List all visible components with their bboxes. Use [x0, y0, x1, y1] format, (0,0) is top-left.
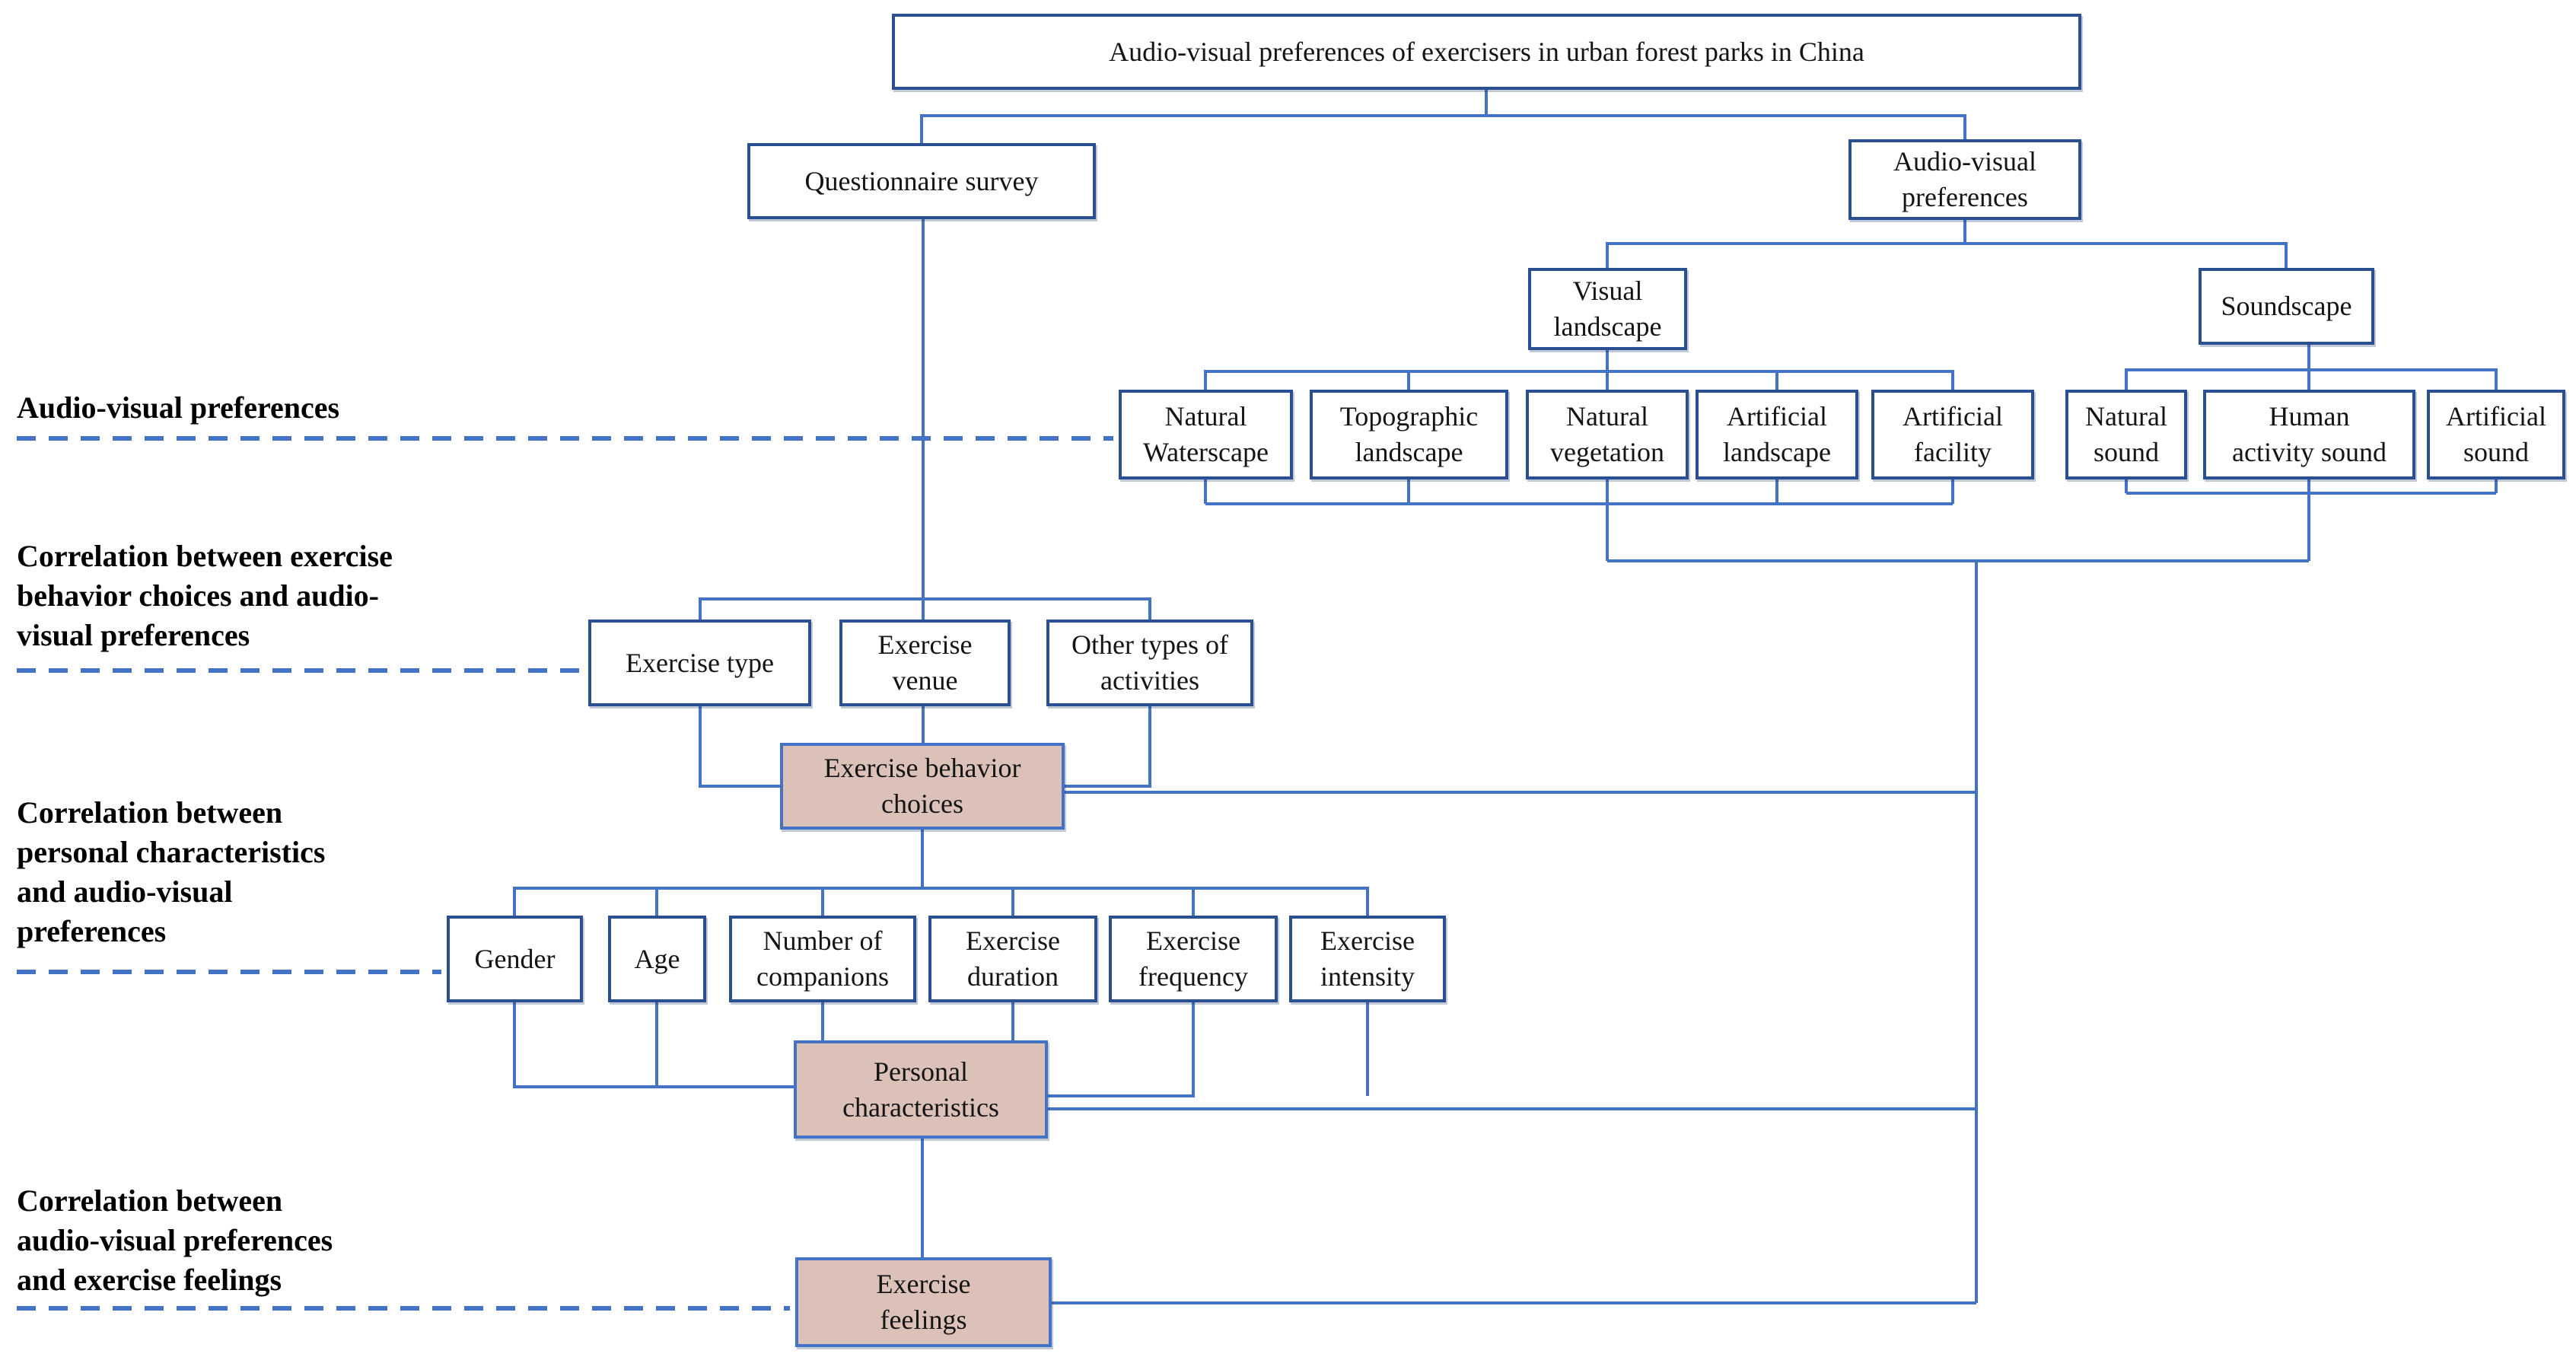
node-number-of-companions: Number of companions [729, 916, 916, 1002]
node-natural-sound: Natural sound [2065, 390, 2187, 479]
node-gender: Gender [447, 916, 583, 1002]
node-natural-waterscape: Natural Waterscape [1119, 390, 1293, 479]
node-personal-characteristics: Personal characteristics [794, 1040, 1048, 1139]
node-age: Age [608, 916, 706, 1002]
node-exercise-type: Exercise type [588, 620, 811, 706]
node-visual-landscape: Visual landscape [1528, 268, 1687, 350]
node-questionnaire-survey: Questionnaire survey [747, 143, 1096, 219]
node-exercise-duration: Exercise duration [928, 916, 1097, 1002]
node-artificial-sound: Artificial sound [2427, 390, 2565, 479]
node-human-activity-sound: Human activity sound [2203, 390, 2415, 479]
node-audio-visual-preferences: Audio-visual preferences [1848, 139, 2081, 220]
side-label-behavior-correlation: Correlation between exercise behavior ch… [17, 539, 393, 652]
node-soundscape: Soundscape [2199, 268, 2374, 345]
node-exercise-frequency: Exercise frequency [1109, 916, 1278, 1002]
node-title: Audio-visual preferences of exercisers i… [892, 14, 2081, 90]
node-exercise-venue: Exercise venue [839, 620, 1011, 706]
node-artificial-landscape: Artificial landscape [1696, 390, 1858, 479]
node-artificial-facility: Artificial facility [1871, 390, 2034, 479]
solid-connectors [513, 90, 2498, 1304]
side-label-feelings-correlation: Correlation between audio-visual prefere… [17, 1183, 333, 1297]
node-other-types-of-activities: Other types of activities [1046, 620, 1253, 706]
node-exercise-intensity: Exercise intensity [1289, 916, 1446, 1002]
node-natural-vegetation: Natural vegetation [1526, 390, 1689, 479]
node-exercise-behavior-choices: Exercise behavior choices [780, 743, 1065, 830]
node-exercise-feelings: Exercise feelings [795, 1257, 1052, 1347]
side-label-personal-correlation: Correlation between personal characteris… [17, 795, 326, 948]
node-topographic-landscape: Topographic landscape [1310, 390, 1508, 479]
side-label-audio-visual-preferences: Audio-visual preferences [17, 390, 340, 425]
